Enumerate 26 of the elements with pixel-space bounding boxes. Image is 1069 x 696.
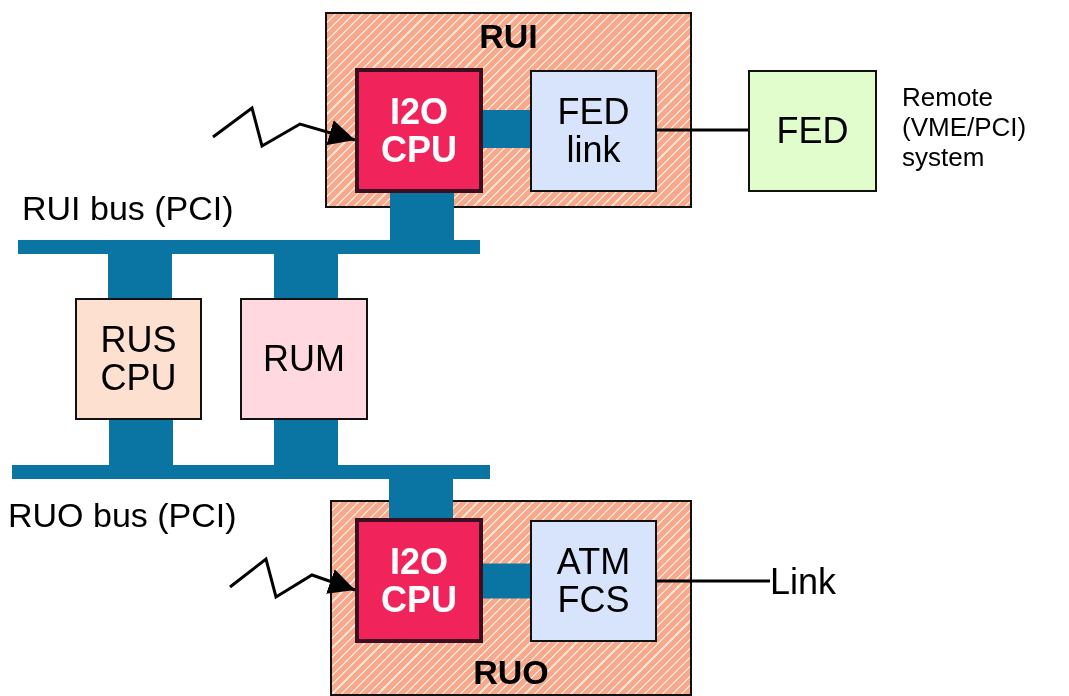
lightning-arrow	[229, 556, 356, 600]
line	[657, 128, 748, 132]
cpu-box: I2O CPU	[355, 518, 483, 643]
module-box: RUM	[240, 298, 368, 420]
link-label: Link	[770, 562, 860, 602]
connector-block	[108, 254, 172, 298]
connector-block	[389, 479, 453, 518]
cpu-box: RUS CPU	[75, 298, 202, 420]
system-box: FED	[748, 70, 877, 192]
bus-label: RUI bus (PCI)	[22, 190, 234, 226]
line	[657, 579, 770, 583]
cpu-box: I2O CPU	[355, 68, 483, 193]
connector-block	[274, 254, 338, 298]
system-label: Remote (VME/PCI) system	[902, 82, 1028, 172]
interface-box: ATM FCS	[530, 520, 657, 642]
link-box: FED link	[530, 70, 657, 192]
connector-block	[483, 110, 530, 148]
module-title: RUO	[472, 654, 550, 690]
connector-block	[274, 420, 338, 465]
connector-block	[109, 420, 173, 465]
lightning-arrow	[212, 105, 356, 149]
connector-block	[390, 193, 454, 240]
module-box	[325, 12, 692, 208]
module-title: RUI	[478, 18, 539, 54]
bus-label: RUO bus (PCI)	[8, 497, 237, 533]
module-box	[330, 500, 692, 696]
